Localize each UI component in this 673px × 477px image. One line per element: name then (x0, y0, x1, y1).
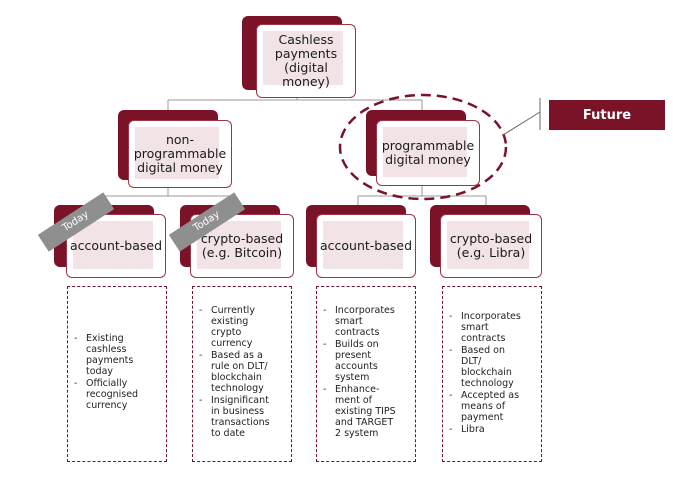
bullets-leaf-3: Incorporates smart contracts Builds on p… (316, 286, 416, 462)
bullet-item: Enhance- ment of existing TIPS and TARGE… (317, 384, 415, 439)
leaf-2-label: crypto-based (e.g. Bitcoin) (200, 231, 284, 260)
non-programmable-label: non- programmable digital money (133, 132, 227, 175)
programmable-label: programmable digital money (381, 138, 475, 167)
bullet-item: Based as a rule on DLT/ blockchain techn… (193, 350, 291, 394)
bullet-item: Libra (443, 424, 541, 435)
bullet-item: Builds on present accounts system (317, 339, 415, 383)
bullet-item: Officially recognised currency (68, 378, 166, 411)
bullets-leaf-4: Incorporates smart contracts Based on DL… (442, 286, 542, 462)
bullet-item: Insignificant in business transactions t… (193, 395, 291, 439)
leaf-4-label: crypto-based (e.g. Libra) (449, 231, 533, 260)
leaf-3-label: account-based (319, 238, 413, 253)
bullet-item: Currently existing crypto currency (193, 305, 291, 349)
bullet-item: Existing cashless payments today (68, 333, 166, 377)
leaf-1-label: account-based (69, 238, 163, 253)
bullets-leaf-1: Existing cashless payments today Officia… (67, 286, 167, 462)
bullet-item: Based on DLT/ blockchain technology (443, 345, 541, 389)
bullets-leaf-2: Currently existing crypto currency Based… (192, 286, 292, 462)
bullet-item: Incorporates smart contracts (443, 311, 541, 344)
future-highlight-ellipse (338, 93, 508, 201)
future-box: Future (549, 100, 665, 130)
root-label: Cashless payments (digital money) (274, 32, 338, 89)
bullet-item: Incorporates smart contracts (317, 305, 415, 338)
bullet-item: Accepted as means of payment (443, 390, 541, 423)
